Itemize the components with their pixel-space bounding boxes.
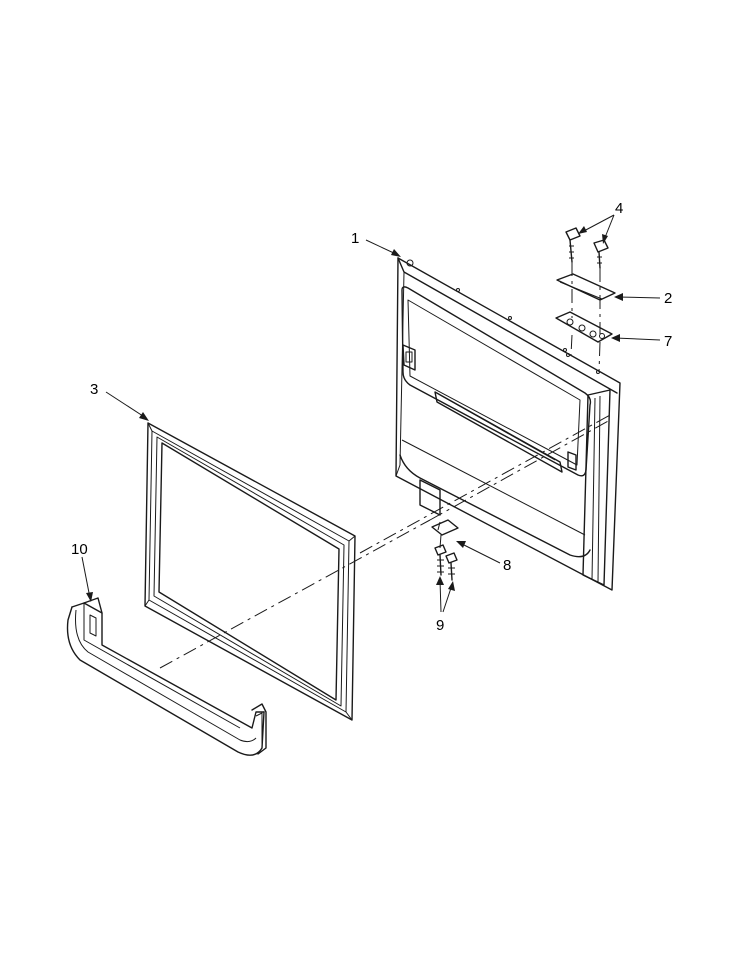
hinge-bracket: [555, 311, 613, 374]
callout-8: 8: [503, 557, 511, 574]
callout-3: 3: [90, 381, 98, 398]
door-gasket: [144, 422, 356, 721]
callout-4: 4: [615, 200, 623, 217]
screws-bottom: [434, 534, 458, 581]
leader-lines: [81, 214, 661, 613]
callout-10: 10: [71, 541, 88, 558]
callout-9: 9: [436, 617, 444, 634]
cover-plate: [556, 273, 616, 301]
screws-top: [565, 227, 609, 373]
door-stop: [431, 519, 459, 536]
callout-labels: 1 2 3 4 7 8 9 10: [71, 200, 672, 634]
callout-7: 7: [664, 333, 672, 350]
alignment-lines: [159, 414, 611, 669]
door-assembly: [395, 257, 621, 591]
callout-1: 1: [351, 230, 359, 247]
door-shelf: [66, 597, 267, 756]
callout-2: 2: [664, 290, 672, 307]
